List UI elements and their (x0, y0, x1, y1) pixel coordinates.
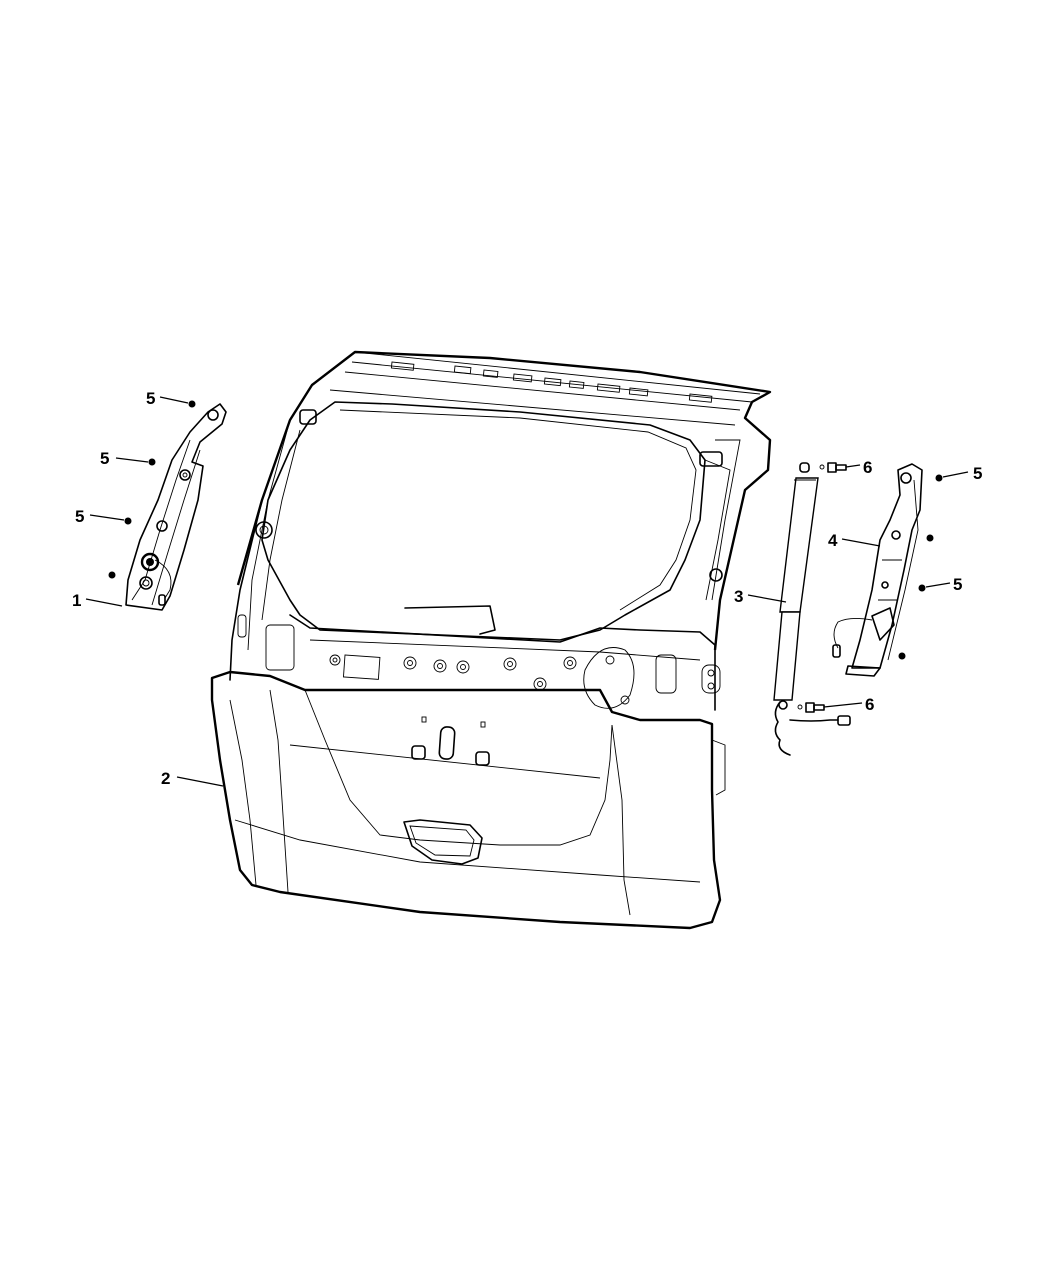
callout-1: 1 (72, 591, 82, 610)
callout-2: 2 (161, 769, 171, 788)
callout-5-d: 5 (973, 464, 983, 483)
callout-4: 4 (828, 531, 838, 550)
callout-6-b: 6 (865, 695, 875, 714)
liftgate-panel (210, 350, 772, 930)
leader-lines (85, 396, 969, 787)
fasteners (108, 400, 943, 660)
callout-5-e: 5 (953, 575, 963, 594)
callout-5-a: 5 (146, 389, 156, 408)
callout-5-b: 5 (100, 449, 110, 468)
right-hinge-bracket (832, 463, 923, 677)
ball-stud-lower (797, 702, 825, 713)
callout-6-a: 6 (863, 458, 873, 477)
callout-5-c: 5 (75, 507, 85, 526)
callout-3: 3 (734, 587, 744, 606)
liftgate-strut (773, 462, 851, 756)
left-hinge-bracket (125, 403, 227, 611)
ball-stud-upper (819, 462, 847, 473)
